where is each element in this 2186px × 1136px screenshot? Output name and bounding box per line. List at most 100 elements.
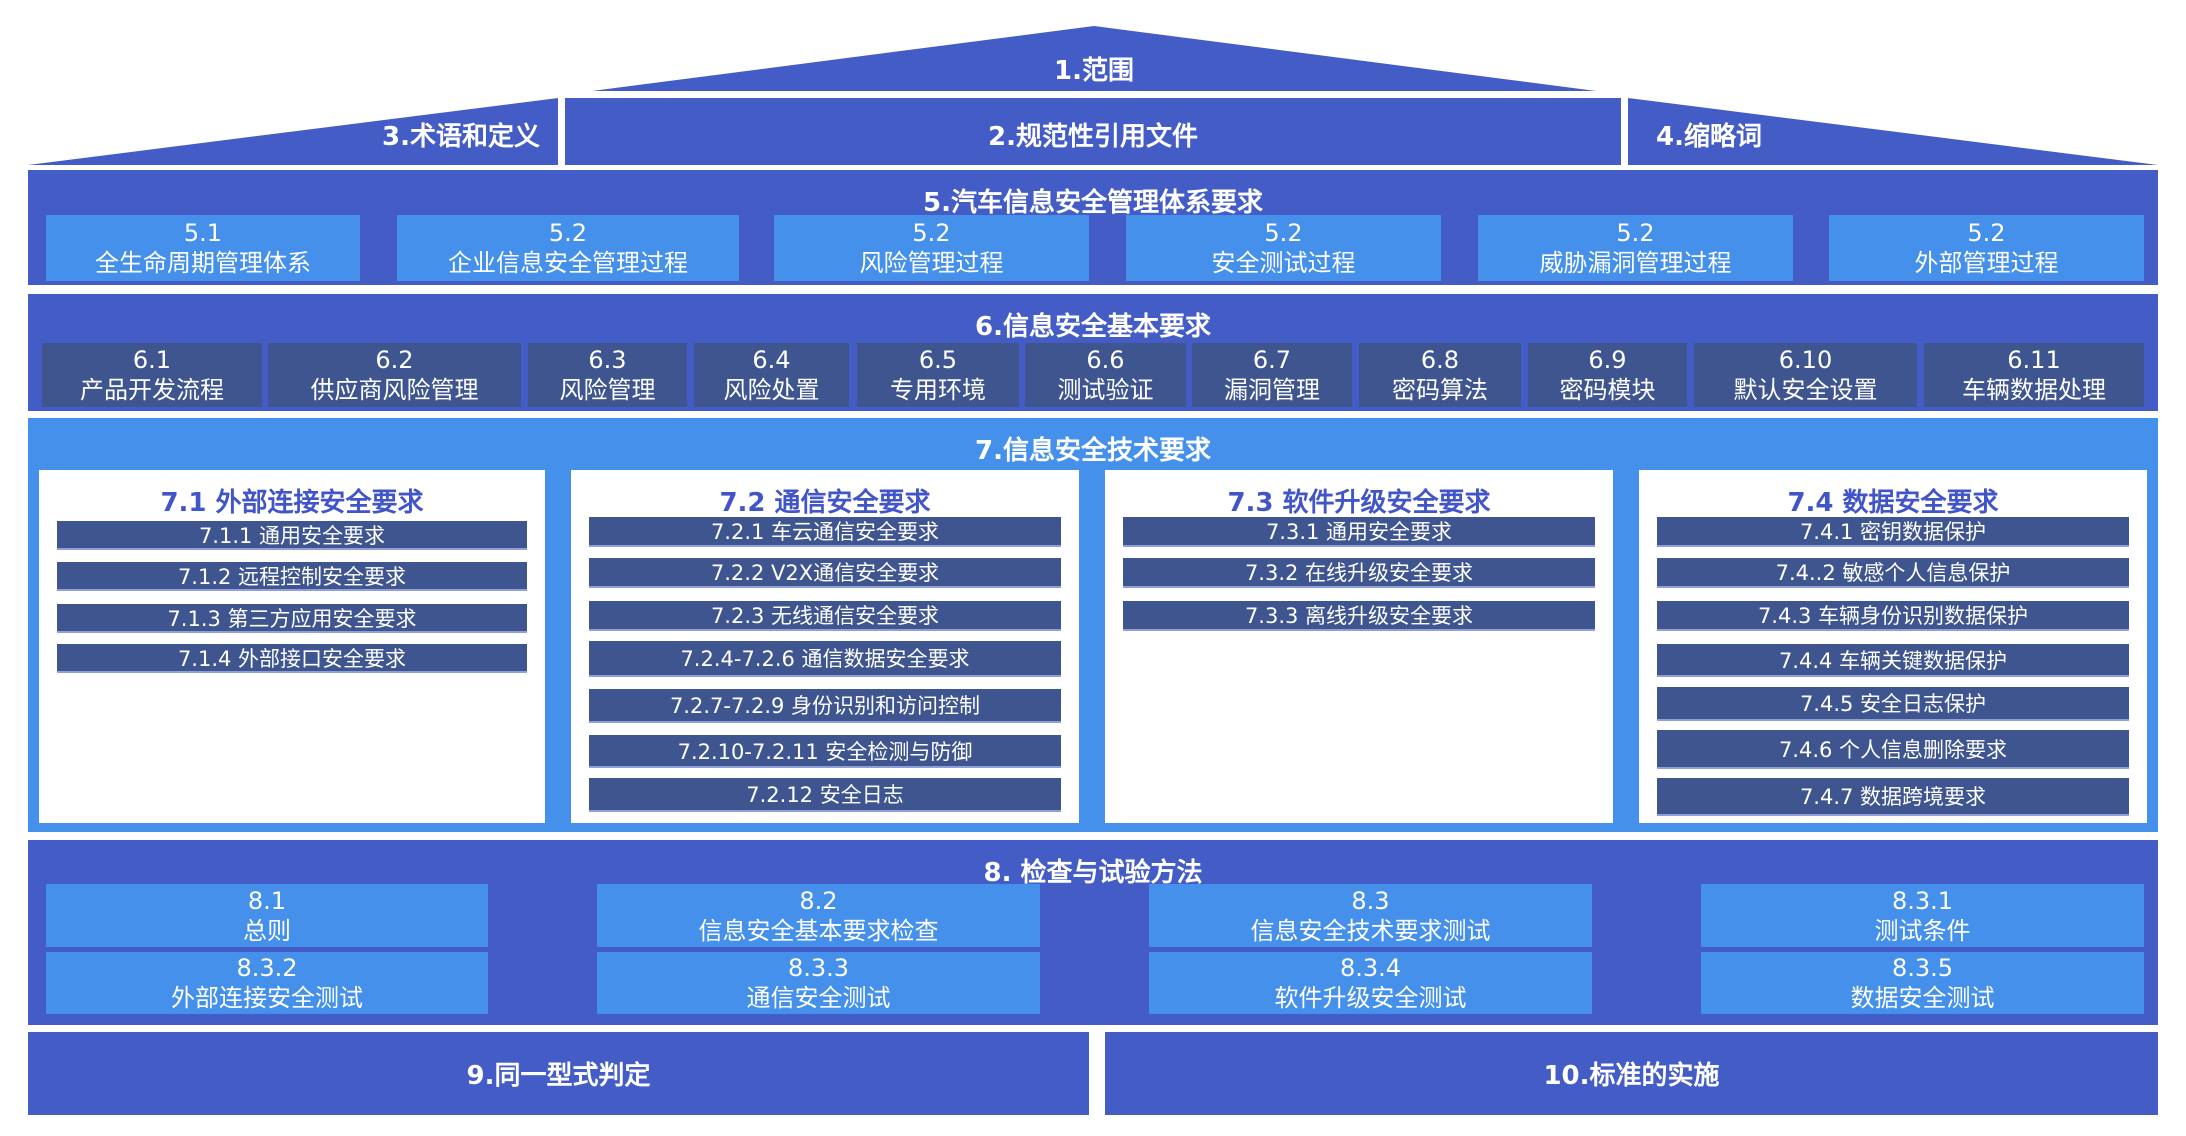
item-number: 5.2 xyxy=(548,219,588,247)
item-label: 软件升级安全测试 xyxy=(1274,984,1467,1012)
item-label: 通信安全测试 xyxy=(746,984,891,1012)
requirement-item: 7.2.3 无线通信安全要求 xyxy=(589,601,1061,629)
item-label: 企业信息安全管理过程 xyxy=(448,249,688,277)
requirement-item: 7.2.7-7.2.9 身份识别和访问控制 xyxy=(589,689,1061,721)
item-label: 信息安全基本要求检查 xyxy=(698,916,939,945)
item-label: 漏洞管理 xyxy=(1224,376,1320,404)
panel-1: 7.1 外部连接安全要求 7.1.1 通用安全要求 7.1.2 远程控制安全要求 7.… xyxy=(39,470,545,823)
item-number: 5.2 xyxy=(1967,219,2006,247)
section-3-title: 3.术语和定义 xyxy=(382,122,540,152)
requirement-item: 7.2.12 安全日志 xyxy=(589,778,1061,810)
requirement-item: 7.4.7 数据跨境要求 xyxy=(1657,778,2129,814)
section-4-title: 4.缩略词 xyxy=(1656,122,1762,152)
item-number: 6.8 xyxy=(1420,346,1460,374)
item-number: 5.2 xyxy=(1616,219,1655,247)
section-10-title: 10.标准的实施 xyxy=(1543,1061,1720,1091)
item-label: 数据安全测试 xyxy=(1850,984,1995,1012)
section-9: 9.同一型式判定 xyxy=(28,1032,1089,1115)
section-2-title: 2.规范性引用文件 xyxy=(988,122,1198,152)
requirement-item: 7.2.2 V2X通信安全要求 xyxy=(589,558,1061,586)
item-number: 8.1 xyxy=(247,886,287,915)
requirement-item: 7.3.2 在线升级安全要求 xyxy=(1123,558,1595,586)
item-number: 8.3.5 xyxy=(1891,954,1954,982)
requirement-item: 7.4.4 车辆关键数据保护 xyxy=(1657,644,2129,675)
item-number: 6.4 xyxy=(752,346,791,374)
item-label: 全生命周期管理体系 xyxy=(95,249,311,277)
item-label: 密码算法 xyxy=(1392,376,1488,404)
item-number: 6.3 xyxy=(588,346,627,374)
item-label: 默认安全设置 xyxy=(1733,376,1878,404)
item-number: 6.10 xyxy=(1778,346,1833,374)
item-number: 5.1 xyxy=(183,219,223,247)
item-number: 6.7 xyxy=(1252,346,1292,374)
item-label: 威胁漏洞管理过程 xyxy=(1539,249,1732,277)
roof-section-3-shape xyxy=(28,98,558,165)
section-5: 5.汽车信息安全管理体系要求 xyxy=(28,170,2158,285)
requirement-item: 7.1.4 外部接口安全要求 xyxy=(57,644,527,671)
panel-title: 7.1 外部连接安全要求 xyxy=(160,488,424,518)
item-number: 8.3 xyxy=(1351,886,1390,915)
item-label: 安全测试过程 xyxy=(1211,249,1356,277)
item-label: 测试条件 xyxy=(1874,916,1971,945)
roof-section-4-shape xyxy=(1628,98,2158,165)
item-label: 供应商风险管理 xyxy=(310,376,479,404)
item-label: 专用环境 xyxy=(890,376,986,404)
item-number: 8.3.4 xyxy=(1339,954,1402,982)
requirement-item: 7.1.1 通用安全要求 xyxy=(57,521,527,548)
item-label: 风险管理过程 xyxy=(859,249,1004,277)
item-number: 8.2 xyxy=(799,886,838,915)
requirement-item: 7.4..2 敏感个人信息保护 xyxy=(1657,558,2129,586)
item-number: 5.2 xyxy=(912,219,951,247)
item-number: 6.2 xyxy=(375,346,414,374)
item-number: 6.9 xyxy=(1588,346,1627,374)
section-1-title: 1.范围 xyxy=(1054,56,1134,86)
panel-title: 7.4 数据安全要求 xyxy=(1787,488,1999,518)
panel-title: 7.3 软件升级安全要求 xyxy=(1227,488,1491,518)
item-label: 车辆数据处理 xyxy=(1962,376,2106,404)
roof-shapes xyxy=(28,26,2158,165)
requirement-item: 7.4.6 个人信息删除要求 xyxy=(1657,730,2129,767)
item-number: 6.11 xyxy=(2007,346,2061,374)
section-10: 10.标准的实施 xyxy=(1105,1032,2158,1115)
section-7-title: 7.信息安全技术要求 xyxy=(975,436,1211,466)
item-number: 8.3.1 xyxy=(1891,886,1954,915)
item-label: 总则 xyxy=(243,916,291,945)
item-number: 6.1 xyxy=(132,346,172,374)
section-6-title: 6.信息安全基本要求 xyxy=(975,312,1211,342)
section-5-title: 5.汽车信息安全管理体系要求 xyxy=(923,188,1263,218)
item-label: 信息安全技术要求测试 xyxy=(1250,916,1491,945)
requirement-item: 7.1.2 远程控制安全要求 xyxy=(57,562,527,589)
requirement-item: 7.4.3 车辆身份识别数据保护 xyxy=(1657,601,2129,629)
item-number: 8.3.2 xyxy=(236,954,298,982)
section-9-title: 9.同一型式判定 xyxy=(466,1061,651,1091)
requirement-item: 7.2.10-7.2.11 安全检测与防御 xyxy=(589,735,1061,766)
item-number: 8.3.3 xyxy=(787,954,850,982)
requirement-item: 7.2.1 车云通信安全要求 xyxy=(589,517,1061,545)
requirement-item: 7.4.5 安全日志保护 xyxy=(1657,687,2129,719)
item-label: 外部连接安全测试 xyxy=(171,984,363,1012)
item-label: 密码模块 xyxy=(1559,376,1656,404)
item-number: 6.6 xyxy=(1086,346,1125,374)
